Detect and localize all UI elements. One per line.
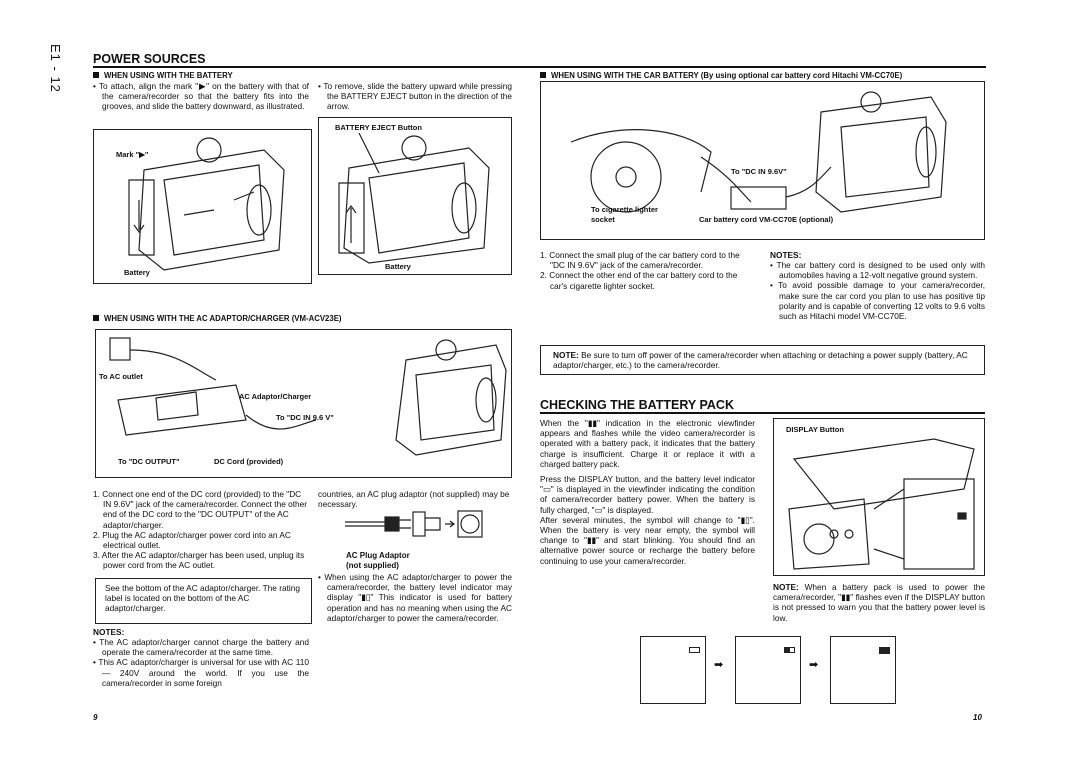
note-text: This AC adaptor/charger is universal for… [98,657,309,688]
ac-continued: countries, an AC plug adaptor (not suppl… [318,489,510,510]
car-battery-illustration-icon [570,91,947,213]
remove-instructions: • To remove, slide the battery upward wh… [318,81,512,112]
ac-notes: • The AC adaptor/charger cannot charge t… [93,637,309,688]
checking-note-label: NOTE: [773,582,799,592]
car-notes-label: NOTES: [770,250,802,260]
power-note-box: NOTE: Be sure to turn off power of the c… [540,345,985,375]
battery-label: Battery [124,268,150,277]
remove-text: To remove, slide the battery upward whil… [323,81,512,112]
heading-car-battery: WHEN USING WITH THE CAR BATTERY (By usin… [540,71,902,81]
dc-cord-label: DC Cord (provided) [214,457,284,466]
note-text: To avoid possible damage to your camera/… [778,280,986,322]
attach-text: To attach, align the mark "▶" on the bat… [98,81,309,112]
ac-plug-adaptor-icon [345,510,483,538]
dcin-label: To "DC IN 9.6 V" [276,413,334,422]
battery-label: Battery [385,262,411,271]
rating-note: See the bottom of the AC adaptor/charger… [105,583,300,614]
car-notes: • The car battery cord is designed to be… [770,260,985,321]
title-rule [93,66,986,68]
note-item: • To avoid possible damage to your camer… [770,280,986,322]
step: 1. Connect one end of the DC cord (provi… [93,489,308,530]
attach-instructions: • To attach, align the mark "▶" on the b… [93,81,309,112]
camcorder-illustration-icon [128,137,285,271]
checking-note-text: When a battery pack is used to power the… [773,582,985,623]
heading-battery: WHEN USING WITH THE BATTERY [93,71,233,81]
battery-full-icon [689,647,700,653]
viewfinder-camera-illustration-icon [788,438,975,570]
rating-note-box: See the bottom of the AC adaptor/charger… [95,578,312,624]
section-title-checking: CHECKING THE BATTERY PACK [540,398,734,412]
plug-adaptor-sublabel: (not supplied) [346,561,399,570]
checking-note: NOTE: When a battery pack is used to pow… [773,582,985,623]
arrow-right-icon: ➡ [714,659,724,671]
figure-car-battery: To "DC IN 9.6V" To cigarette lighter soc… [540,81,985,240]
paragraph: Press the DISPLAY button, and the batter… [540,474,755,515]
note-text: The AC adaptor/charger cannot charge the… [99,637,309,658]
figure-attach-battery: Mark "▶" Battery [93,129,312,284]
eject-label: BATTERY EJECT Button [335,123,422,132]
step: 3. After the AC adaptor/charger has been… [93,550,305,571]
step: 1. Connect the small plug of the car bat… [540,250,740,271]
lighter-label: To cigarette lighter socket [591,205,658,225]
step: 2. Connect the other end of the car batt… [540,270,738,291]
viewfinder-full [640,636,706,704]
section-title-power-sources: POWER SOURCES [93,52,206,66]
car-steps: 1. Connect the small plug of the car bat… [540,250,752,291]
heading-ac-adaptor: WHEN USING WITH THE AC ADAPTOR/CHARGER (… [93,314,342,324]
note-text: The car battery cord is designed to be u… [776,260,986,281]
paragraph: After several minutes, the symbol will c… [540,514,755,566]
car-cord-label: Car battery cord VM-CC70E (optional) [699,215,834,224]
page-number-right: 10 [973,713,982,722]
step: 2. Plug the AC adaptor/charger power cor… [93,529,291,551]
page-code: E1 - 12 [48,44,64,93]
dcout-label: To "DC OUTPUT" [118,457,180,466]
indicator-note-text: When using the AC adaptor/charger to pow… [324,572,512,623]
adaptor-label: AC Adaptor/Charger [239,392,312,401]
power-note-text: Be sure to turn off power of the camera/… [553,350,968,371]
figure-display-button: DISPLAY Button [773,418,985,576]
page-number-left: 9 [93,713,98,722]
indicator-note: • When using the AC adaptor/charger to p… [318,572,512,623]
notes-label: NOTES: [93,627,125,637]
paragraph: When the "▮▮" indication in the electron… [540,418,755,469]
ac-adaptor-illustration-icon [109,337,507,456]
arrow-right-icon: ➡ [809,659,819,671]
viewfinder-half [735,636,801,704]
display-button-label: DISPLAY Button [786,425,844,434]
plug-adaptor-label: AC Plug Adaptor [346,551,410,560]
checking-text: When the "▮▮" indication in the electron… [540,418,755,566]
car-dcin-label: To "DC IN 9.6V" [731,167,787,176]
figure-eject-battery: BATTERY EJECT Button Battery [318,117,512,275]
battery-half-icon [784,647,795,653]
viewfinder-empty [830,636,896,704]
battery-empty-blinking-icon [879,647,890,654]
mark-label: Mark "▶" [116,150,149,159]
ac-steps: 1. Connect one end of the DC cord (provi… [93,489,309,571]
note-item: • The car battery cord is designed to be… [770,260,986,281]
checking-rule [540,412,985,414]
camcorder-illustration-icon [338,132,490,264]
figure-ac-adaptor: To AC outlet AC Adaptor/Charger To "DC I… [95,329,512,478]
outlet-label: To AC outlet [99,372,143,381]
power-note-label: NOTE: [553,350,579,360]
note-item: • The AC adaptor/charger cannot charge t… [93,637,309,658]
note-item: • This AC adaptor/charger is universal f… [93,657,309,688]
